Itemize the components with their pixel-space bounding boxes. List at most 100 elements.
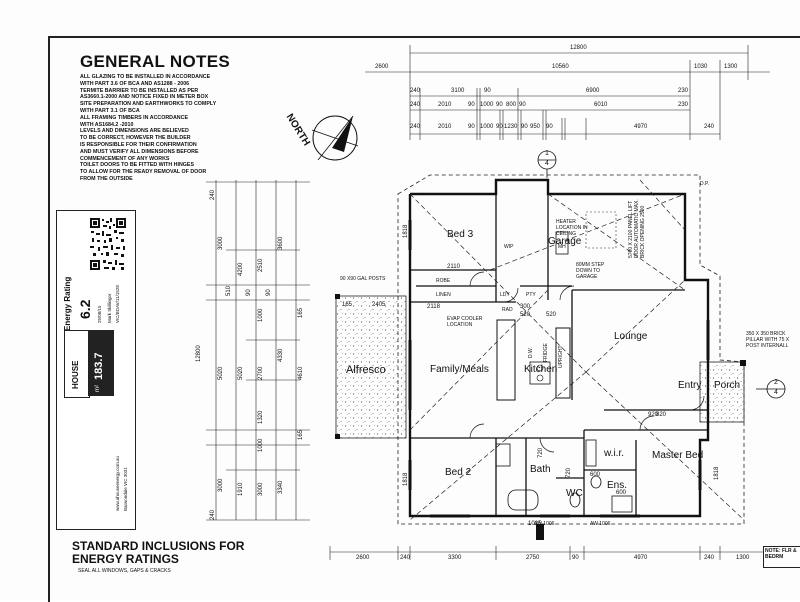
- note-line: WITH PART 3.1 OF BCA: [80, 107, 140, 114]
- upright-label: UPRIGHT: [558, 345, 564, 369]
- door-swings: [469, 271, 705, 453]
- windows: [408, 220, 710, 518]
- dim-inner: 2110: [447, 264, 460, 270]
- note-line: TERMITE BARRIER TO BE INSTALLED AS PER: [80, 87, 199, 94]
- standard-inclusions-line1: STANDARD INCLUSIONS FOR: [72, 539, 245, 553]
- dim-top: 6010: [594, 102, 608, 108]
- standard-inclusions-line2: ENERGY RATINGS: [72, 552, 179, 566]
- dim-inner: 520: [520, 312, 531, 318]
- dim-bottom: 90: [572, 555, 579, 561]
- dim-inner: 520: [546, 312, 557, 318]
- dim-inner: 720: [538, 447, 544, 458]
- section-right-sheet: 4: [774, 389, 778, 396]
- dim-top: 1000: [480, 124, 494, 130]
- dim-alfresco: 2405: [372, 302, 386, 308]
- window-label: AW 1006: [534, 521, 555, 527]
- dim-top: 2010: [438, 124, 452, 130]
- room-label-entry: Entry: [678, 380, 702, 391]
- room-label-bed2: Bed 2: [445, 467, 472, 478]
- dim-top: 90: [546, 124, 553, 130]
- dim-inner: 2118: [427, 304, 440, 310]
- note-line: WITH AS1684.2 -2010: [80, 121, 134, 128]
- dim-top: 4970: [634, 124, 648, 130]
- brick-pillar-annotation: 350 X 350 BRICK PILLAR WITH 75 X POST IN…: [746, 331, 790, 349]
- dim-left: 5020: [238, 366, 244, 380]
- section-marker-right: [756, 379, 786, 399]
- heater-location: [585, 211, 617, 249]
- standard-inclusions-sub: SEAL ALL WINDOWS, GAPS & CRACKS: [78, 568, 171, 574]
- dim-top: 230: [678, 102, 689, 108]
- dim-left: 165: [298, 307, 304, 318]
- evap-cooler-annotation: EVAP COOLER LOCATION: [447, 316, 483, 328]
- room-label-bed3: Bed 3: [447, 229, 474, 240]
- rad-label: RAD: [502, 307, 513, 313]
- dim-top: 3100: [451, 88, 465, 94]
- dim-left: 510: [226, 285, 232, 296]
- room-label-ens: Ens.: [607, 480, 628, 491]
- dim-bottom: 240: [704, 555, 715, 561]
- dim-alfresco: 165: [342, 302, 353, 308]
- room-label-porch: Porch: [714, 380, 741, 391]
- dw-label: D.W.: [528, 347, 534, 358]
- dim-top: 2600: [375, 64, 389, 70]
- section-top-number: 1: [545, 150, 549, 157]
- room-label-lounge: Lounge: [614, 331, 648, 342]
- note-line: TO ALLOW FOR THE READY REMOVAL OF DOOR: [80, 169, 207, 176]
- dim-top: 90: [519, 102, 526, 108]
- section-marker-top: [537, 150, 557, 178]
- dim-left: 1910: [238, 482, 244, 496]
- area-badge: 183.7 m²: [88, 330, 114, 396]
- toilet: [569, 492, 581, 508]
- dim-top: 240: [410, 88, 421, 94]
- dim-left: 1320: [258, 410, 264, 424]
- general-notes-title: GENERAL NOTES: [80, 52, 230, 71]
- shower: [611, 495, 633, 513]
- gal-posts-annotation: 90 X90 GAL POSTS: [340, 276, 386, 282]
- note-line: ALL GLAZING TO BE INSTALLED IN ACCORDANC…: [80, 74, 211, 80]
- dim-top: 6900: [586, 88, 600, 94]
- dim-left: 2700: [258, 366, 264, 380]
- section-right-number: 2: [774, 379, 778, 386]
- note-line: ALL FRAMING TIMBERS IN ACCORDANCE: [80, 114, 188, 121]
- bottom-marker: [536, 524, 544, 540]
- dim-top: 10560: [552, 64, 569, 70]
- dim-left: 240: [210, 189, 216, 200]
- dim-left: 4610: [298, 366, 304, 380]
- note-line: SITE PREPARATION AND EARTHWORKS TO COMPL…: [80, 101, 217, 108]
- window-label: AW 1006: [590, 521, 611, 527]
- dim-left: 3600: [278, 236, 284, 250]
- wip-label: WIP: [504, 244, 514, 250]
- note-line: AND MUST VERIFY ALL DIMENSIONS BEFORE: [80, 148, 199, 155]
- vanity: [495, 443, 511, 467]
- dim-left: 3340: [278, 480, 284, 494]
- dim-left: 90: [266, 289, 272, 296]
- dim-bottom: 2750: [526, 555, 540, 561]
- dim-bottom: 3300: [448, 555, 462, 561]
- dim-inner: 1818: [403, 224, 409, 238]
- roof-outline: [397, 174, 745, 525]
- room-label-bath: Bath: [530, 464, 551, 475]
- heater-annotation: HEATER LOCATION IN CEILING: [556, 219, 588, 237]
- north-arrow: [311, 115, 359, 161]
- dim-left: 165: [298, 429, 304, 440]
- note-line: LEVELS AND DIMENSIONS ARE BELIEVED: [80, 128, 189, 135]
- dim-left: 90: [246, 289, 252, 296]
- dim-left: 1000: [258, 308, 264, 322]
- dim-top: 800: [506, 102, 517, 108]
- dim-top: 240: [410, 124, 421, 130]
- dim-left: 240: [210, 509, 216, 520]
- dim-top: 950: [530, 124, 541, 130]
- post: [335, 294, 340, 299]
- dim-top: 240: [704, 124, 715, 130]
- general-notes-body: ALL GLAZING TO BE INSTALLED IN ACCORDANC…: [80, 74, 265, 183]
- roof-hip-lines: [409, 179, 745, 521]
- step-down-annotation: 80MM STEP DOWN TO GARAGE: [576, 262, 605, 280]
- room-label-family-meals: Family/Meals: [430, 364, 489, 375]
- dim-left: 3000: [218, 478, 224, 492]
- dim-top: 90: [496, 124, 503, 130]
- dim-left: 4330: [278, 348, 284, 362]
- sheet-border: [48, 36, 800, 602]
- dim-inner: 1015: [528, 521, 542, 527]
